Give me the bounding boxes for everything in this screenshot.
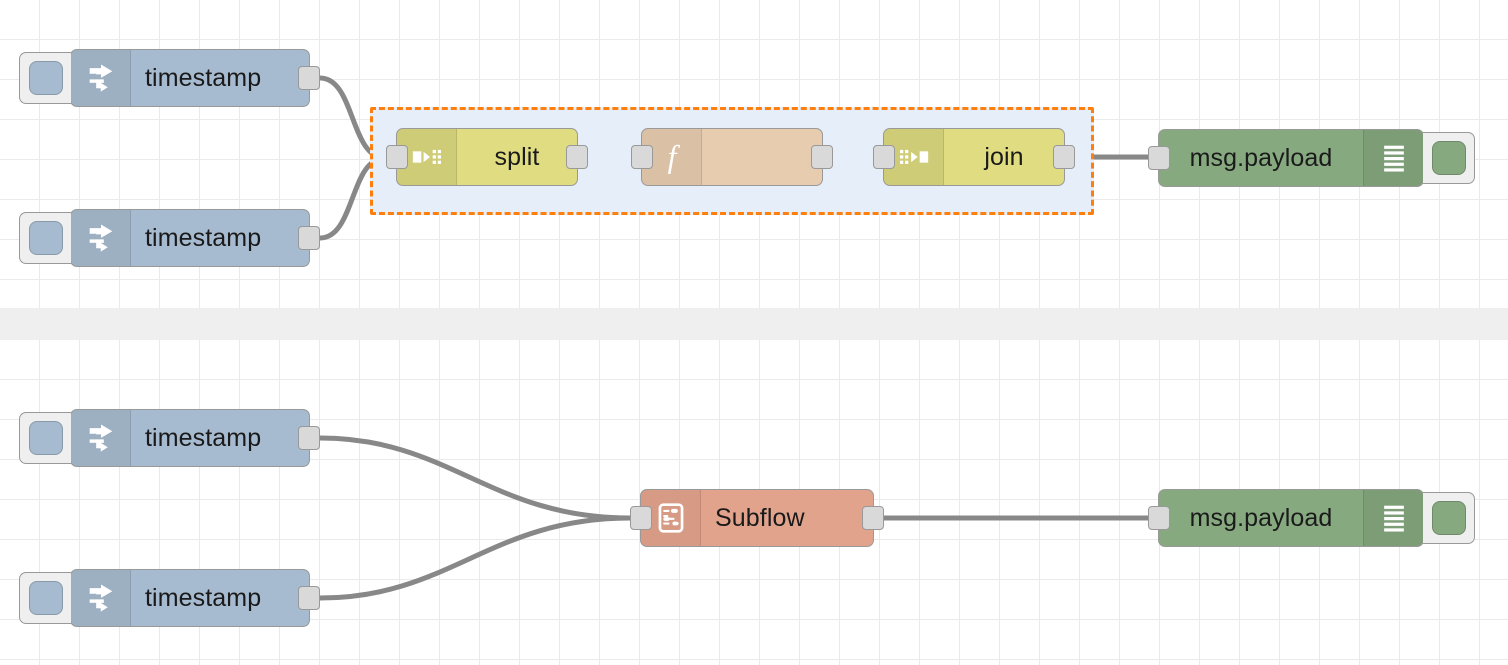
input-port-subflow[interactable] <box>630 506 652 530</box>
output-port-subflow[interactable] <box>862 506 884 530</box>
debug-status-chip <box>1431 141 1466 175</box>
node-label-subflow: Subflow <box>715 503 805 532</box>
node-label-inject-3: timestamp <box>145 423 262 452</box>
node-inject-timestamp-3[interactable]: timestamp <box>19 409 320 467</box>
inject-arrow-icon <box>71 570 131 626</box>
output-port-inject-4[interactable] <box>298 586 320 610</box>
input-port-debug-2[interactable] <box>1148 506 1170 530</box>
inject-arrow-icon <box>71 410 131 466</box>
node-inject-timestamp-2[interactable]: timestamp <box>19 209 320 267</box>
debug-lines-icon <box>1363 490 1423 546</box>
node-debug-msg-payload-2[interactable]: msg.payload <box>1148 489 1475 547</box>
output-port-inject-3[interactable] <box>298 426 320 450</box>
input-port-split[interactable] <box>386 145 408 169</box>
flow-tab-divider <box>0 308 1508 340</box>
inject-trigger-button-3[interactable] <box>19 412 71 464</box>
inject-trigger-button-2[interactable] <box>19 212 71 264</box>
debug-toggle-button-2[interactable] <box>1423 492 1475 544</box>
node-label-debug-2: msg.payload <box>1189 503 1333 532</box>
output-port-inject-2[interactable] <box>298 226 320 250</box>
node-label-inject-1: timestamp <box>145 63 262 92</box>
node-subflow[interactable]: Subflow <box>630 489 884 547</box>
inject-button-chip <box>28 221 63 255</box>
output-port-inject-1[interactable] <box>298 66 320 90</box>
node-inject-timestamp-4[interactable]: timestamp <box>19 569 320 627</box>
node-join[interactable]: join <box>873 128 1075 186</box>
inject-trigger-button-1[interactable] <box>19 52 71 104</box>
output-port-join[interactable] <box>1053 145 1075 169</box>
output-port-split[interactable] <box>566 145 588 169</box>
output-port-function[interactable] <box>811 145 833 169</box>
input-port-join[interactable] <box>873 145 895 169</box>
inject-button-chip <box>28 581 63 615</box>
inject-button-chip <box>28 61 63 95</box>
inject-button-chip <box>28 421 63 455</box>
node-label-debug-1: msg.payload <box>1189 143 1333 172</box>
svg-text:f: f <box>667 139 680 174</box>
node-split[interactable]: split <box>386 128 588 186</box>
inject-arrow-icon <box>71 210 131 266</box>
debug-status-chip <box>1431 501 1466 535</box>
node-label-split: split <box>494 142 540 171</box>
flow-canvas-bottom[interactable]: timestamp timestamp <box>0 340 1508 665</box>
node-label-inject-4: timestamp <box>145 583 262 612</box>
node-label-join: join <box>984 142 1024 171</box>
wire-inject3-to-subflow <box>317 435 633 521</box>
flow-canvas-top[interactable]: timestamp timestamp <box>0 0 1508 308</box>
input-port-function[interactable] <box>631 145 653 169</box>
node-inject-timestamp-1[interactable]: timestamp <box>19 49 320 107</box>
inject-arrow-icon <box>71 50 131 106</box>
wire-inject4-to-subflow <box>317 515 633 601</box>
debug-lines-icon <box>1363 130 1423 186</box>
debug-toggle-button-1[interactable] <box>1423 132 1475 184</box>
node-label-inject-2: timestamp <box>145 223 262 252</box>
node-debug-msg-payload-1[interactable]: msg.payload <box>1148 129 1475 187</box>
inject-trigger-button-4[interactable] <box>19 572 71 624</box>
input-port-debug-1[interactable] <box>1148 146 1170 170</box>
node-label-function <box>702 129 822 185</box>
node-function[interactable]: f <box>631 128 833 186</box>
